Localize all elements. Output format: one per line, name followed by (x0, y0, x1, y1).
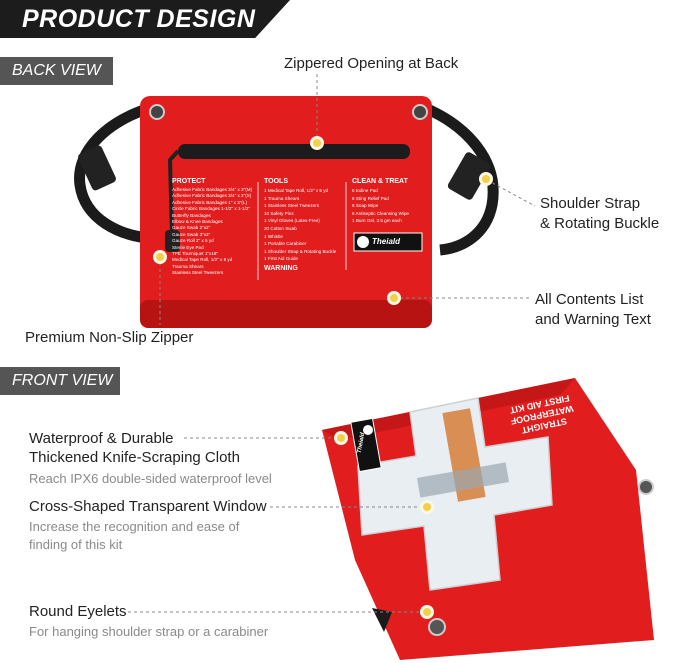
callout-waterproof-2: Thickened Knife-Scraping Cloth (29, 449, 240, 466)
tools-item: 1 Trauma Shears (264, 195, 300, 201)
warning-header: WARNING (264, 264, 298, 272)
clean-item: 6 Antiseptic Cleansing Wipe (352, 210, 409, 216)
protect-item: Butterfly Bandages (172, 212, 211, 218)
hotspot-waterproof (334, 431, 348, 445)
clean-item: 6 Iodine Pad (352, 188, 378, 193)
callout-window-sub-2: finding of this kit (29, 537, 123, 552)
protect-item: Trauma Shears (172, 263, 204, 269)
contents-column-clean: CLEAN & TREAT 6 Iodine Pad 6 Sting Relief… (352, 178, 432, 225)
back-view-bag-illustration (74, 96, 499, 328)
protect-item: Gauze Roll 2" x 5 yd (172, 238, 214, 244)
callout-zipper-opening: Zippered Opening at Back (284, 55, 459, 72)
callout-eyelets-sub: For hanging shoulder strap or a carabine… (29, 624, 269, 639)
callout-zipper: Premium Non-Slip Zipper (25, 329, 194, 346)
hotspot-contents-list (387, 291, 401, 305)
callout-eyelets: Round Eyelets (29, 603, 127, 620)
callout-shoulder-strap-2: & Rotating Buckle (540, 215, 660, 232)
contents-column-protect: PROTECT Adhesive Fabric Bandages 3/4" x … (172, 178, 256, 277)
hotspot-zipper (153, 250, 167, 264)
tools-item: 1 Shoulder Strap & Rotating Buckle (264, 248, 337, 254)
front-view-tag: FRONT VIEW (0, 367, 120, 395)
clean-list: 6 Iodine Pad 6 Sting Relief Pad 6 Soap Wip… (352, 187, 432, 225)
protect-item: TPE Tourniquet 1"x18" (172, 251, 219, 257)
header-banner (0, 0, 290, 38)
back-view-tag: BACK VIEW (0, 57, 113, 85)
tools-item: 10 Safety Pins (264, 210, 294, 216)
tools-item: 1 Whistle (264, 233, 283, 239)
protect-item: Adhesive Fabric Bandages 3/4" x 2"(S) (172, 193, 252, 199)
column-header-clean: CLEAN & TREAT (352, 178, 408, 185)
protect-item: Medical Tape Roll, 1/2" x 5 yd (172, 257, 233, 263)
back-leader-lines (159, 74, 536, 325)
protect-item: Sterile Eye Pad (172, 244, 204, 250)
page-title: PRODUCT DESIGN (22, 5, 256, 33)
protect-item: Stainless Steel Tweezers (172, 270, 224, 276)
clean-item: 6 Soap Wipe (352, 203, 379, 209)
protect-list: Adhesive Fabric Bandages 3/4" x 3"(M)Adh… (172, 187, 256, 277)
callout-shoulder-strap-1: Shoulder Strap (540, 195, 641, 212)
tools-item: 1 First Aid Guide (264, 256, 298, 262)
callout-waterproof-1: Waterproof & Durable (29, 430, 174, 447)
clean-item: 6 Sting Relief Pad (352, 195, 389, 201)
protect-item: Elbow & Knee Bandages (172, 219, 223, 225)
callout-window-sub-1: Increase the recognition and ease of (29, 519, 240, 534)
hotspot-window (420, 500, 434, 514)
protect-item: Gauze Swab 2"x2" (172, 225, 211, 231)
callout-window: Cross-Shaped Transparent Window (29, 498, 267, 515)
tools-item: 20 Cotton Swab (264, 225, 297, 231)
protect-item: Gauze Swab 3"x3" (172, 231, 211, 237)
hotspot-shoulder-strap (479, 172, 493, 186)
callout-contents-2: and Warning Text (535, 311, 651, 328)
brand-logo-back: Theiald (372, 237, 401, 246)
tools-item: 1 Portable Carabiner (264, 241, 307, 247)
tools-item: 1 Vinyl Gloves (Latex-Free) (264, 218, 320, 224)
clean-item: 1 Burn Gel, 3.5 gm each (352, 218, 402, 224)
protect-item: Circle Fabric Bandages 1-1/2" x 1-1/2" (172, 206, 251, 212)
protect-item: Adhesive Fabric Bandages 1" x 3"(L) (172, 199, 248, 205)
hotspot-zipper-opening (310, 136, 324, 150)
column-header-tools: TOOLS (264, 178, 288, 185)
callout-contents-1: All Contents List (535, 291, 644, 308)
tools-item: 1 Medical Tape Roll, 1/2" x 5 yd (264, 188, 329, 193)
callout-waterproof-sub: Reach IPX6 double-sided waterproof level (29, 471, 272, 486)
hotspot-eyelets (420, 605, 434, 619)
column-header-protect: PROTECT (172, 178, 206, 185)
protect-item: Adhesive Fabric Bandages 3/4" x 3"(M) (172, 187, 253, 192)
tools-list: 1 Medical Tape Roll, 1/2" x 5 yd 1 Trauma… (264, 187, 346, 263)
tools-item: 1 Stainless Steel Tweezers (264, 203, 320, 209)
